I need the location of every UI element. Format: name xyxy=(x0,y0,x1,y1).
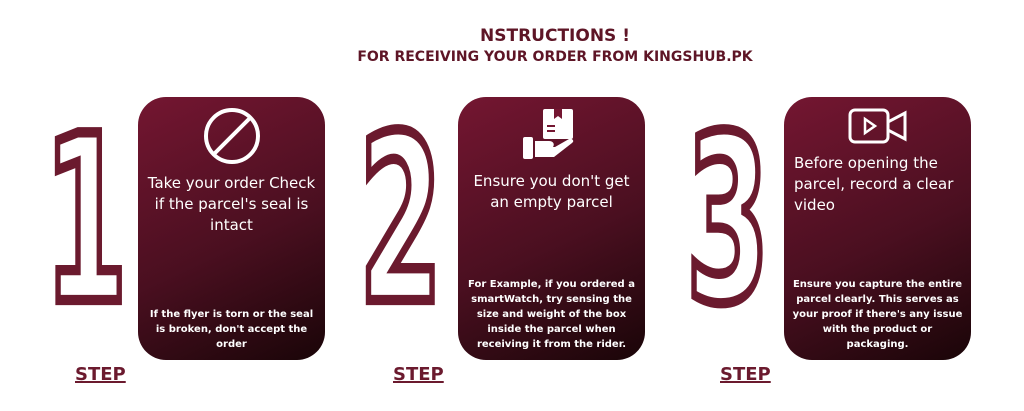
step-2-card: Ensure you don't get an empty parcel For… xyxy=(458,97,645,360)
step-1-label: STEP xyxy=(75,364,126,385)
svg-text:2: 2 xyxy=(359,88,442,355)
step-2-body: For Example, if you ordered a smartWatch… xyxy=(468,279,635,350)
step-1-heading: Take your order Check if the parcel's se… xyxy=(147,174,316,234)
video-camera-icon xyxy=(848,108,906,144)
step-2-heading: Ensure you don't get an empty parcel xyxy=(473,172,630,211)
hand-holding-box-icon xyxy=(522,109,573,159)
step-3-body: Ensure you capture the entire parcel cle… xyxy=(792,279,963,350)
step-3-digit: 3 xyxy=(682,84,773,359)
svg-text:1: 1 xyxy=(44,88,127,355)
page-subtitle: FOR RECEIVING YOUR ORDER FROM KINGSHUB.P… xyxy=(357,49,753,65)
step-1-card: Take your order Check if the parcel's se… xyxy=(138,97,325,360)
step-3-label: STEP xyxy=(720,364,771,385)
page-title: NSTRUCTIONS ! xyxy=(480,26,630,46)
step-3-heading: Before opening the parcel, record a clea… xyxy=(794,154,954,214)
step-1-digit: 1 xyxy=(40,84,131,359)
svg-text:3: 3 xyxy=(686,88,769,355)
prohibited-icon xyxy=(203,108,260,164)
step-2-digit: 2 xyxy=(355,84,446,359)
step-3-card: Before opening the parcel, record a clea… xyxy=(784,97,971,360)
step-1-body: If the flyer is torn or the seal is brok… xyxy=(149,309,314,350)
step-2-label: STEP xyxy=(393,364,444,385)
